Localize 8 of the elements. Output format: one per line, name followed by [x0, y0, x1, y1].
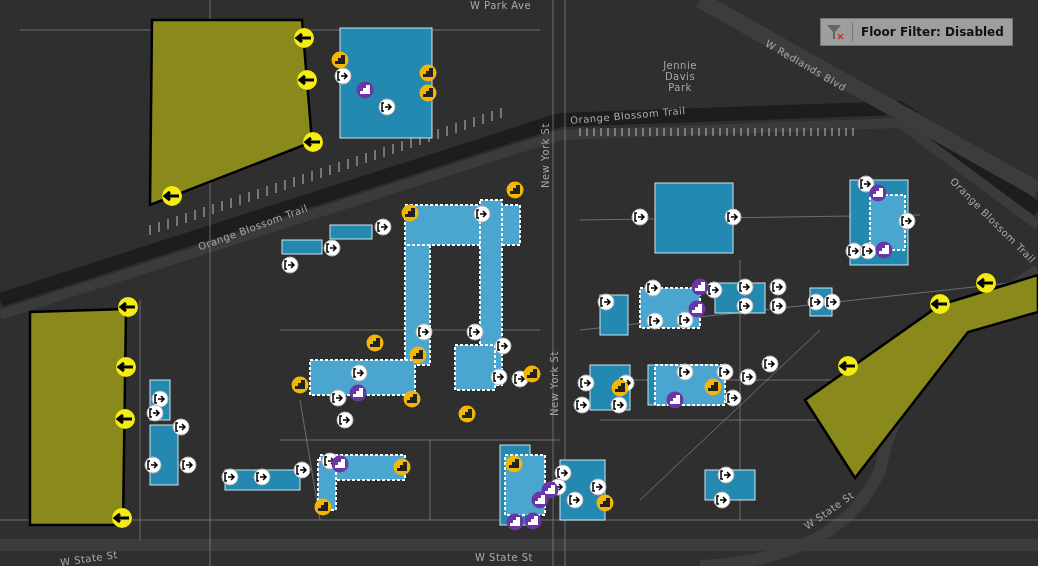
floor-filter-button: Floor Filter: Disabled — [820, 18, 1013, 46]
street-name: W State St — [475, 552, 533, 563]
street-name: Orange Blossom Trail — [569, 105, 687, 126]
street-name: W Park Ave — [470, 0, 532, 11]
street-name: W State St — [59, 549, 119, 566]
street-name: New York St — [539, 123, 551, 188]
street-name: New York St — [548, 351, 560, 416]
park-name: Jennie Davis Park — [661, 60, 698, 93]
